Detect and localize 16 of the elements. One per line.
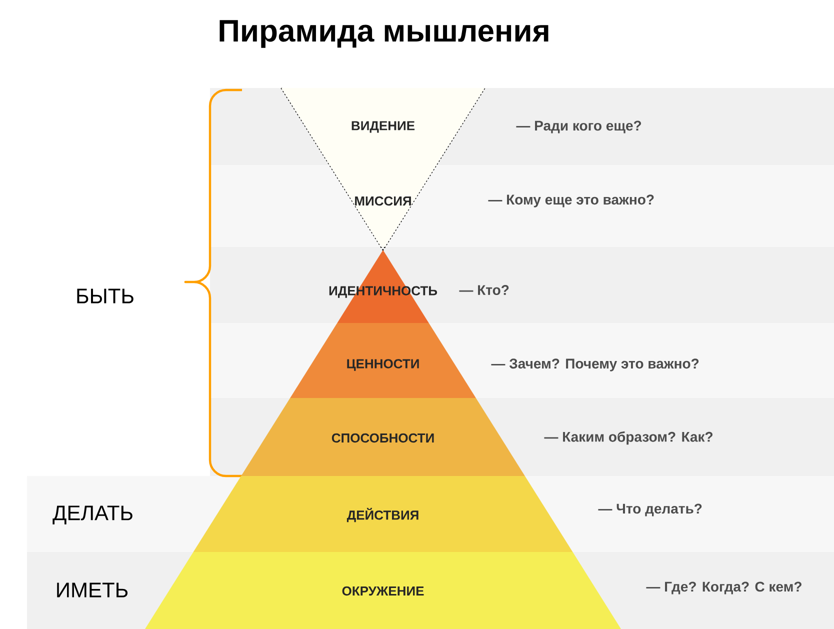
question-text: — Что делать? xyxy=(598,504,702,516)
pyramid-level: ОКРУЖЕНИЕ xyxy=(145,552,621,629)
pyramid-level: СПОСОБНОСТИ xyxy=(241,398,525,476)
level-label: ДЕЛАТЬ xyxy=(52,506,132,524)
question-text: — Где? Когда? С кем? xyxy=(646,582,802,594)
level-label: БЫТЬ xyxy=(77,288,134,304)
pyramid-level: МИССИЯ xyxy=(355,196,411,206)
question-text: — Кто? xyxy=(459,285,509,295)
question-text: — Зачем? Почему это важно? xyxy=(491,358,699,372)
question-text: — Ради кого еще? xyxy=(516,120,641,134)
pyramid-level: ВИДЕНИЕ xyxy=(352,121,415,133)
pyramid-level: ДЕЙСТВИЯ xyxy=(193,476,573,552)
question-text: — Кому еще это важно? xyxy=(488,194,654,208)
pyramid-level: ЦЕННОСТИ xyxy=(290,323,476,398)
question-text: — Каким образом? Как? xyxy=(544,431,712,445)
title: Пирамида мышления xyxy=(220,20,548,48)
